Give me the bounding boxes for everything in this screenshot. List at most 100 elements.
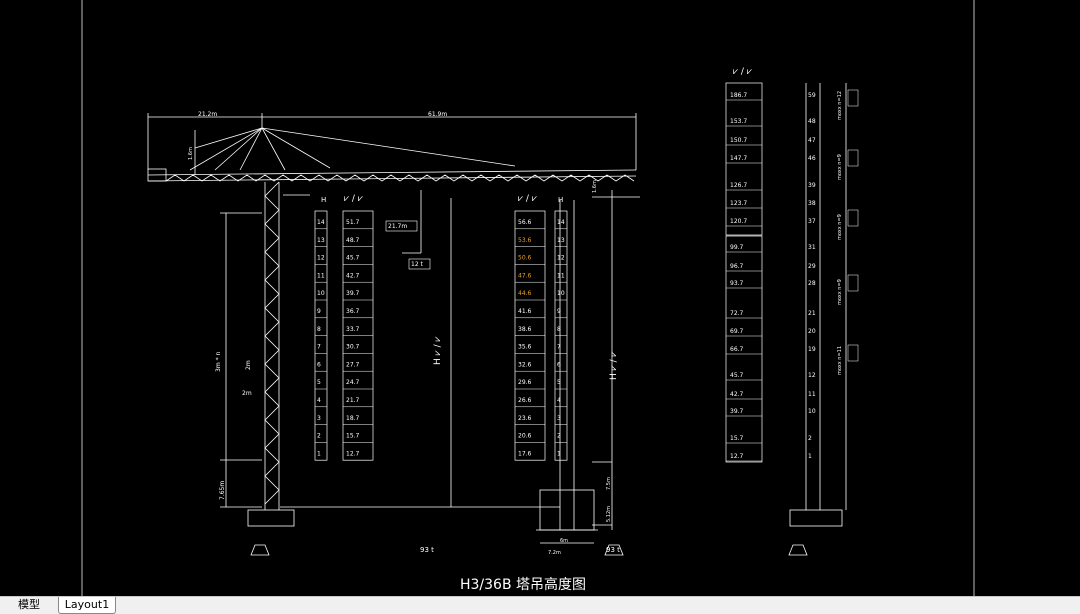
dim-foot-c: 6m (560, 538, 568, 544)
mid-table-h-cell: 1 (557, 450, 561, 457)
left-table-h-cell: 12 (317, 255, 325, 262)
mast-h-label: 28 (808, 280, 816, 287)
layout-tab-bar: 模型 Layout1 (0, 596, 1080, 614)
mast-h-label: 31 (808, 244, 816, 251)
right-table-load-cell: 72.7 (730, 310, 744, 317)
left-table-h-cell: 9 (317, 308, 321, 315)
left-table-h-cell: 4 (317, 397, 321, 404)
mid-table-h-cell: 7 (557, 344, 561, 351)
mid-table-load-cell: 47.6 (518, 272, 532, 279)
right-table-load-cell: 99.7 (730, 244, 744, 251)
mid-table-h-cell: 8 (557, 326, 561, 333)
mid-table-h-cell: 14 (557, 219, 565, 226)
mid-table-h-cell: 9 (557, 308, 561, 315)
h-symbol-right: H ⩗ / ⩗ (609, 351, 619, 380)
cad-drawing-canvas[interactable]: 21.2m 61.9m 3m * n 7.65m 2m 2m 21.7m 12 … (0, 0, 1080, 596)
right-table-load-cell: 45.7 (730, 372, 744, 379)
mast-h-label: 1 (808, 453, 812, 460)
h-symbol-left: H ⩗ / ⩗ (433, 336, 443, 365)
mast-h-label: 29 (808, 263, 816, 270)
foundation-symbols (250, 544, 808, 556)
mast-h-label: 19 (808, 346, 816, 353)
mid-table-load-cell: 50.6 (518, 255, 532, 262)
mast-note: moxx n=12 (837, 91, 843, 120)
base-weight-left: 93 t (420, 546, 434, 554)
tab-model[interactable]: 模型 (6, 597, 52, 613)
left-table-h-cell: 5 (317, 379, 321, 386)
mast-h-label: 12 (808, 372, 816, 379)
mid-table-h-cell: 2 (557, 433, 561, 440)
left-table-h-cell: 7 (317, 344, 321, 351)
mid-table-load-cell: 29.6 (518, 379, 532, 386)
base-weight-right: 93 t (606, 546, 620, 554)
mid-table-load-cell: 53.6 (518, 237, 532, 244)
left-table-h-cell: 11 (317, 272, 325, 279)
dim-jib: 61.9m (428, 111, 447, 118)
mid-table-load-cell: 23.6 (518, 415, 532, 422)
right-table-load-cell: 96.7 (730, 263, 744, 270)
left-table-h-cell: 1 (317, 450, 321, 457)
mid-table-load-cell: 17.6 (518, 450, 532, 457)
mast-h-label: 48 (808, 118, 816, 125)
mast-h-label: 38 (808, 200, 816, 207)
col-hook-right: ⩗ / ⩗ (733, 67, 752, 77)
mid-table-h-cell: 5 (557, 379, 561, 386)
mid-table-load-cell: 20.6 (518, 433, 532, 440)
col-hook-mid: ⩗ / ⩗ (518, 194, 537, 204)
mid-table-load-cell: 41.6 (518, 308, 532, 315)
mid-table-h-cell: 6 (557, 361, 561, 368)
dim-section-side: 2m (242, 390, 252, 397)
mast-h-label: 11 (808, 391, 816, 398)
left-table-h-cell: 2 (317, 433, 321, 440)
tab-layout1[interactable]: Layout1 (58, 597, 116, 614)
left-table-h-cell: 3 (317, 415, 321, 422)
right-table-load-cell: 126.7 (730, 182, 747, 189)
mid-table-h-cell: 12 (557, 255, 565, 262)
left-table-h-cell: 10 (317, 290, 325, 297)
mid-table-load-cell: 26.6 (518, 397, 532, 404)
dim-foot-b: 5.12m (606, 506, 612, 522)
dim-base-height: 7.65m (219, 481, 226, 500)
left-table-load-cell: 42.7 (346, 272, 360, 279)
right-table-load-cell: 42.7 (730, 391, 744, 398)
left-table-load-cell: 36.7 (346, 308, 360, 315)
right-table-load-cell: 120.7 (730, 218, 747, 225)
middle-crane (536, 190, 640, 544)
mast-note: moxx n=11 (837, 346, 843, 375)
left-table-h-cell: 6 (317, 361, 321, 368)
right-table-load-cell: 39.7 (730, 408, 744, 415)
mast-h-label: 10 (808, 408, 816, 415)
right-table-load-cell: 15.7 (730, 435, 744, 442)
mast-note: moxx n=9 (837, 154, 843, 180)
mast-h-label: 59 (808, 92, 816, 99)
right-table-load-cell: 12.7 (730, 453, 744, 460)
mast-h-label: 39 (808, 182, 816, 189)
mid-table-load-cell: 35.6 (518, 344, 532, 351)
mast-h-label: 47 (808, 137, 816, 144)
left-load-table: 141312111098765432151.748.745.742.739.73… (314, 210, 374, 461)
mid-table-h-cell: 13 (557, 237, 565, 244)
left-hook-load: 12 t (411, 261, 424, 268)
right-table-load-cell: 150.7 (730, 137, 747, 144)
right-table-load-cell: 66.7 (730, 346, 744, 353)
right-table-load-cell: 153.7 (730, 118, 747, 125)
mast-h-label: 21 (808, 310, 816, 317)
dim-section-width: 2m (245, 360, 252, 370)
right-table-load-cell: 69.7 (730, 328, 744, 335)
left-table-load-cell: 21.7 (346, 397, 360, 404)
mast-h-label: 37 (808, 218, 816, 225)
right-table-load-cell: 123.7 (730, 200, 747, 207)
left-table-h-cell: 14 (317, 219, 325, 226)
col-hook-left: ⩗ / ⩗ (344, 194, 363, 204)
dim-back-jib: 21.2m (198, 111, 217, 118)
dim-foot-d: 7.2m (548, 550, 561, 556)
left-table-load-cell: 12.7 (346, 450, 360, 457)
left-table-load-cell: 33.7 (346, 326, 360, 333)
right-table-load-cell: 186.7 (730, 92, 747, 99)
dim-left-hook-box (385, 220, 418, 232)
left-hook-load-box (408, 258, 431, 270)
viewport-frame (81, 0, 975, 596)
right-load-table: 186.7153.7150.7147.7126.7123.7120.799.79… (725, 82, 763, 463)
left-table-load-cell: 24.7 (346, 379, 360, 386)
